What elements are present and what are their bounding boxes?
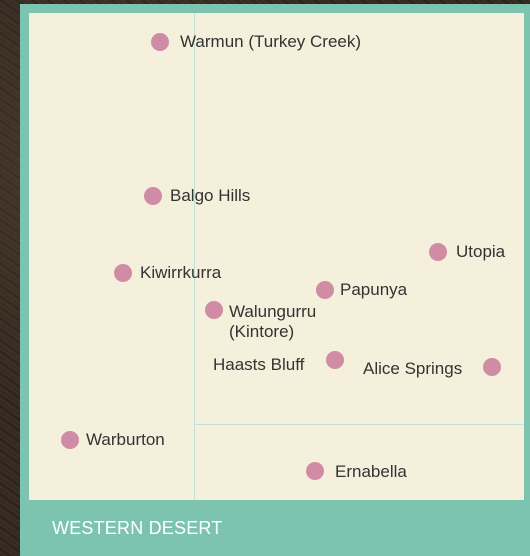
place-marker-alice-springs[interactable]: [483, 358, 501, 376]
place-marker-walungurru[interactable]: [205, 301, 223, 319]
region-label: WESTERN DESERT: [52, 518, 223, 538]
place-label-warmun: Warmun (Turkey Creek): [180, 32, 362, 51]
place-label-alice-springs: Alice Springs: [363, 359, 463, 378]
place-marker-kiwirrkurra[interactable]: [114, 264, 132, 282]
place-label-haasts-bluff: Haasts Bluff: [213, 355, 305, 374]
place-marker-ernabella[interactable]: [306, 462, 324, 480]
place-marker-haasts-bluff[interactable]: [326, 351, 344, 369]
place-marker-balgo-hills[interactable]: [144, 187, 162, 205]
place-label-warburton: Warburton: [86, 430, 165, 449]
place-label-ernabella: Ernabella: [335, 462, 407, 481]
region-boundary-horizontal: [195, 424, 524, 425]
place-marker-papunya[interactable]: [316, 281, 334, 299]
region-boundary-vertical: [194, 13, 195, 500]
place-marker-utopia[interactable]: [429, 243, 447, 261]
place-marker-warmun[interactable]: [151, 33, 169, 51]
place-label-walungurru: Walungurru (Kintore): [229, 302, 317, 341]
place-label-balgo-hills: Balgo Hills: [170, 186, 251, 205]
place-label-kiwirrkurra: Kiwirrkurra: [140, 263, 222, 282]
place-label-utopia: Utopia: [456, 242, 506, 261]
map-panel: Warmun (Turkey Creek) Balgo Hills Utopia…: [29, 13, 524, 500]
place-label-papunya: Papunya: [340, 280, 408, 299]
place-marker-warburton[interactable]: [61, 431, 79, 449]
region-footer: WESTERN DESERT: [29, 505, 524, 551]
